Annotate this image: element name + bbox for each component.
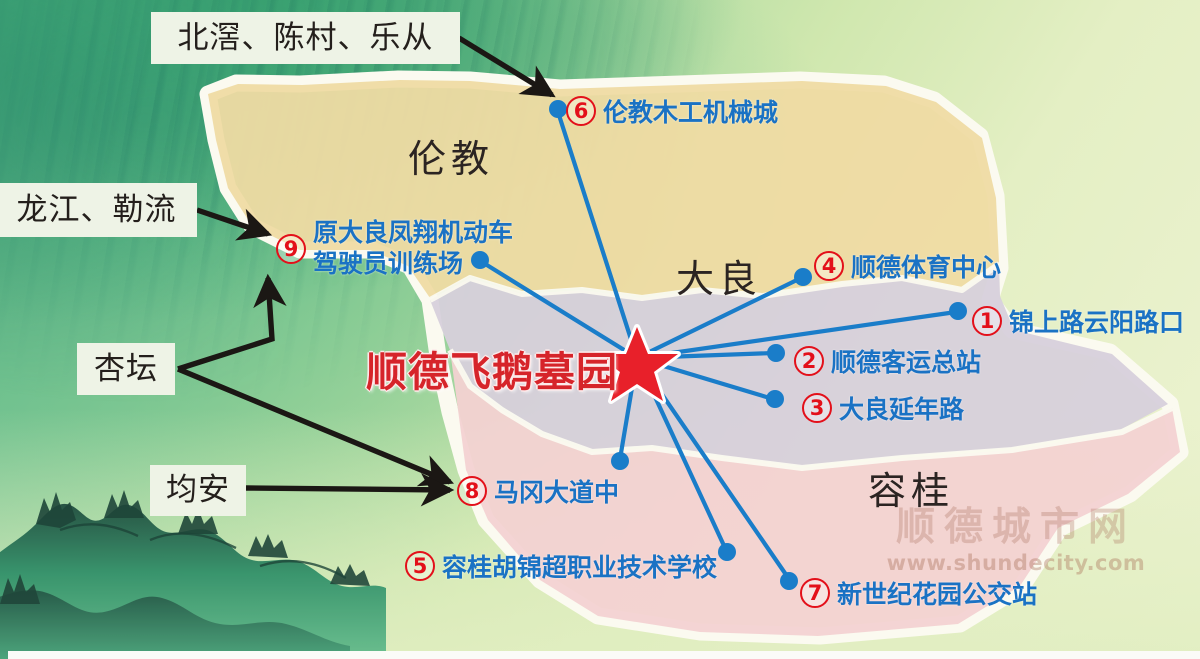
page-title: 顺德飞鹅墓园: [366, 348, 618, 396]
connector-line-6: [555, 109, 640, 361]
arrow-xingtan-to-9: [177, 273, 287, 372]
poi-dot-8: [611, 452, 629, 470]
direction-box-label: 北滘、陈村、乐从: [177, 19, 434, 56]
region-label-ronggui: 容桂: [868, 469, 955, 513]
poi-dot-6: [549, 100, 567, 118]
poi-marker-8[interactable]: 8 马冈大道中: [457, 473, 619, 509]
direction-box-beijiao-chencun-lecong[interactable]: 北滘、陈村、乐从: [151, 12, 460, 64]
direction-box-label: 均安: [166, 472, 230, 508]
direction-box-label: 龙江、勒流: [16, 191, 177, 228]
direction-box-xingtan[interactable]: 杏坛: [77, 343, 175, 395]
poi-label: 伦教木工机械城: [603, 98, 779, 127]
cemetery-star-marker: [593, 324, 681, 404]
poi-marker-4[interactable]: 4 顺德体育中心: [814, 248, 1001, 284]
region-shape-ronggui: [450, 350, 1180, 636]
poi-dot-3: [766, 390, 784, 408]
poi-dot-7: [780, 572, 798, 590]
poi-marker-1[interactable]: 1 锦上路云阳路口: [972, 303, 1184, 339]
direction-box-junan[interactable]: 均安: [150, 465, 246, 516]
poi-dot-4: [794, 268, 812, 286]
arrow-longjiang-leliu: [196, 207, 273, 241]
region-label-lunjiao: 伦教: [408, 137, 495, 181]
poi-marker-5[interactable]: 5 容桂胡锦超职业技术学校: [405, 548, 717, 584]
poi-label: 原大良凤翔机动车 驾驶员训练场: [313, 218, 514, 278]
poi-number-badge: 6: [566, 96, 596, 126]
connector-line-4: [634, 275, 804, 361]
arrow-xingtan-to-8: [176, 366, 454, 487]
poi-marker-6[interactable]: 6 伦教木工机械城: [566, 93, 778, 129]
poi-number-badge: 8: [457, 476, 487, 506]
poi-dot-5: [718, 543, 736, 561]
poi-dot-1: [949, 302, 967, 320]
region-shape-lunjiao: [208, 80, 999, 298]
direction-box-longjiang-leliu[interactable]: 龙江、勒流: [0, 183, 197, 237]
poi-number-badge: 1: [972, 306, 1002, 336]
poi-dot-9: [471, 251, 489, 269]
poi-label: 顺德客运总站: [831, 348, 982, 377]
poi-label: 锦上路云阳路口: [1009, 308, 1185, 337]
arrow-beijiao-chencun-lecong: [457, 35, 556, 98]
poi-label: 马冈大道中: [494, 478, 620, 507]
poi-dot-2: [767, 344, 785, 362]
connector-line-9: [479, 259, 640, 361]
region-label-daliang: 大良: [676, 257, 763, 301]
poi-marker-9[interactable]: 9 原大良凤翔机动车 驾驶员训练场: [276, 218, 513, 279]
poi-label: 大良延年路: [839, 395, 965, 424]
poi-number-badge: 2: [794, 346, 824, 376]
bottom-strip: [8, 651, 1200, 659]
poi-label: 顺德体育中心: [851, 253, 1002, 282]
poi-number-badge: 9: [276, 233, 306, 264]
poi-marker-3[interactable]: 3 大良延年路: [802, 390, 964, 426]
route-endpoint-dots: [471, 100, 967, 590]
poi-number-badge: 7: [800, 578, 830, 608]
poi-number-badge: 4: [814, 251, 844, 281]
poi-number-badge: 3: [802, 393, 832, 423]
poi-marker-7[interactable]: 7 新世纪花园公交站: [800, 575, 1037, 611]
poi-label: 容桂胡锦超职业技术学校: [442, 553, 718, 582]
poi-label: 新世纪花园公交站: [837, 580, 1038, 609]
arrow-junan-to-8: [245, 472, 455, 507]
connector-line-1: [634, 309, 959, 361]
poi-marker-2[interactable]: 2 顺德客运总站: [794, 343, 981, 379]
poi-number-badge: 5: [405, 551, 435, 581]
direction-box-label: 杏坛: [94, 350, 158, 387]
